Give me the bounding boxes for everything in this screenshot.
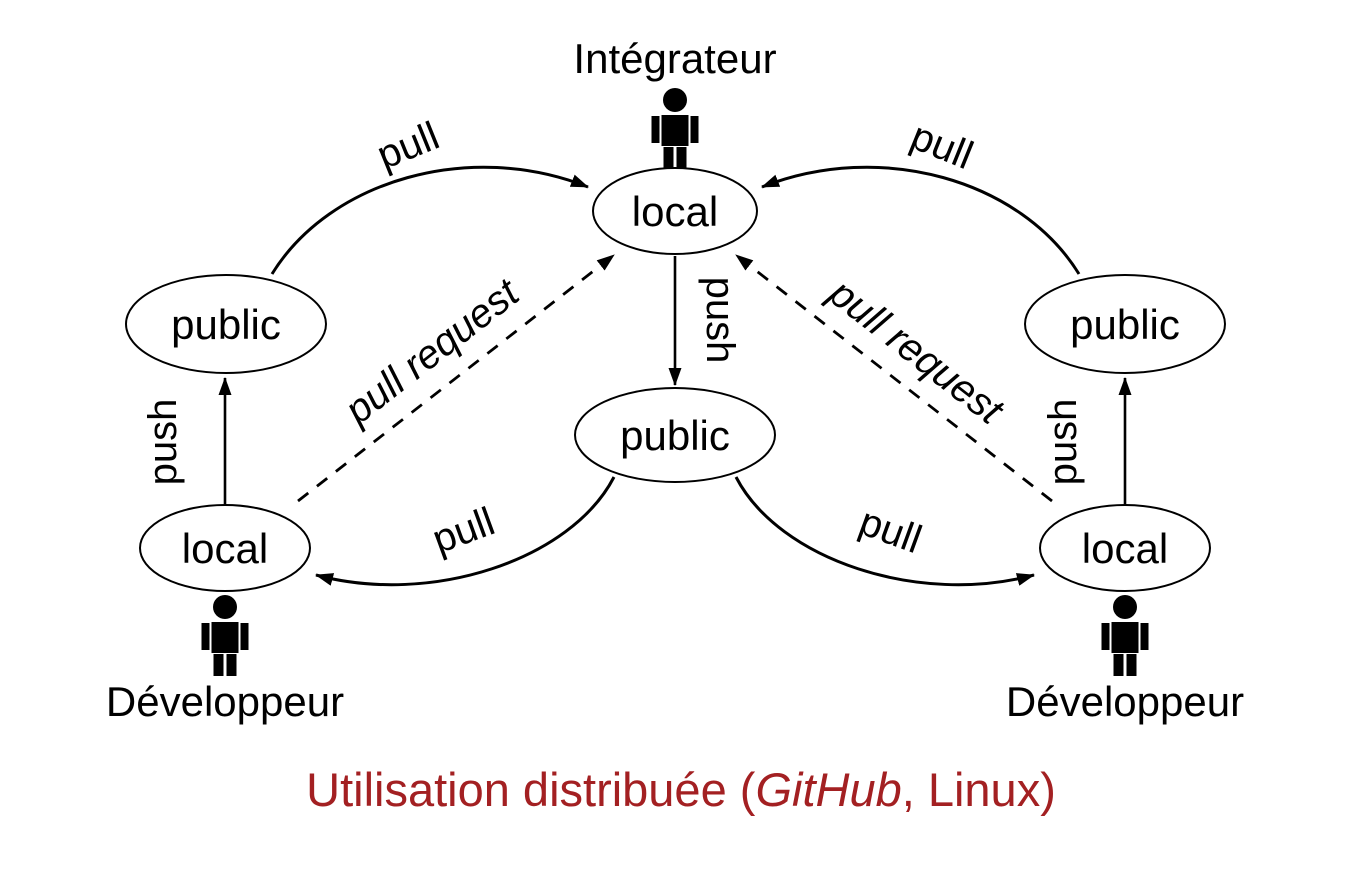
- edge-label-pull-request-right: pull request: [820, 270, 1012, 434]
- node-left-public: public: [125, 274, 327, 374]
- node-center-public: public: [574, 387, 776, 483]
- edge-label-pull-top-right: pull: [905, 114, 979, 178]
- node-left-public-label: public: [171, 301, 281, 348]
- node-integrator-local-ellipse: [592, 167, 758, 255]
- edge-label-pull-bottom-right: pull: [854, 499, 928, 562]
- person-icon: [201, 595, 249, 676]
- node-integrator-local-label: local: [632, 188, 718, 235]
- edge-pull-bottom-right: [734, 476, 1035, 587]
- caption-part1: Utilisation distribuée (: [306, 763, 756, 816]
- node-left-local-label: local: [182, 525, 268, 572]
- node-left-local: local: [139, 504, 311, 592]
- edge-label-pull-top-left: pull: [371, 114, 445, 178]
- edge-pull-request-right: [735, 253, 1053, 503]
- edge-label-pull-bottom-left: pull: [427, 499, 501, 562]
- caption-github-italic: GitHub: [755, 763, 901, 816]
- actor-integrator-label: Intégrateur: [573, 35, 776, 82]
- person-icon: [651, 88, 699, 169]
- node-right-local: local: [1039, 504, 1211, 592]
- node-center-public-label: public: [620, 412, 730, 459]
- node-left-local-ellipse: [139, 504, 311, 592]
- slide-caption: Utilisation distribuée (GitHub, Linux): [306, 763, 1056, 816]
- node-right-public-ellipse: [1024, 274, 1226, 374]
- edge-pull-top-right: [761, 165, 1081, 275]
- person-icon: [1101, 595, 1149, 676]
- node-right-local-label: local: [1082, 525, 1168, 572]
- actor-developer-right-label: Développeur: [1006, 678, 1244, 725]
- edge-label-push-right: push: [1041, 399, 1085, 486]
- edge-label-push-center: push: [698, 277, 742, 364]
- edge-pull-top-left: [270, 165, 589, 275]
- actor-developer-left-label: Développeur: [106, 678, 344, 725]
- edge-pull-bottom-left: [315, 476, 616, 587]
- node-left-public-ellipse: [125, 274, 327, 374]
- edge-label-push-left: push: [141, 399, 185, 486]
- node-right-local-ellipse: [1039, 504, 1211, 592]
- caption-part3: , Linux): [902, 763, 1056, 816]
- node-integrator-local: local: [592, 167, 758, 255]
- edge-pull-request-left: [297, 253, 615, 503]
- edge-label-pull-request-left: pull request: [336, 270, 528, 434]
- node-right-public-label: public: [1070, 301, 1180, 348]
- node-center-public-ellipse: [574, 387, 776, 483]
- node-right-public: public: [1024, 274, 1226, 374]
